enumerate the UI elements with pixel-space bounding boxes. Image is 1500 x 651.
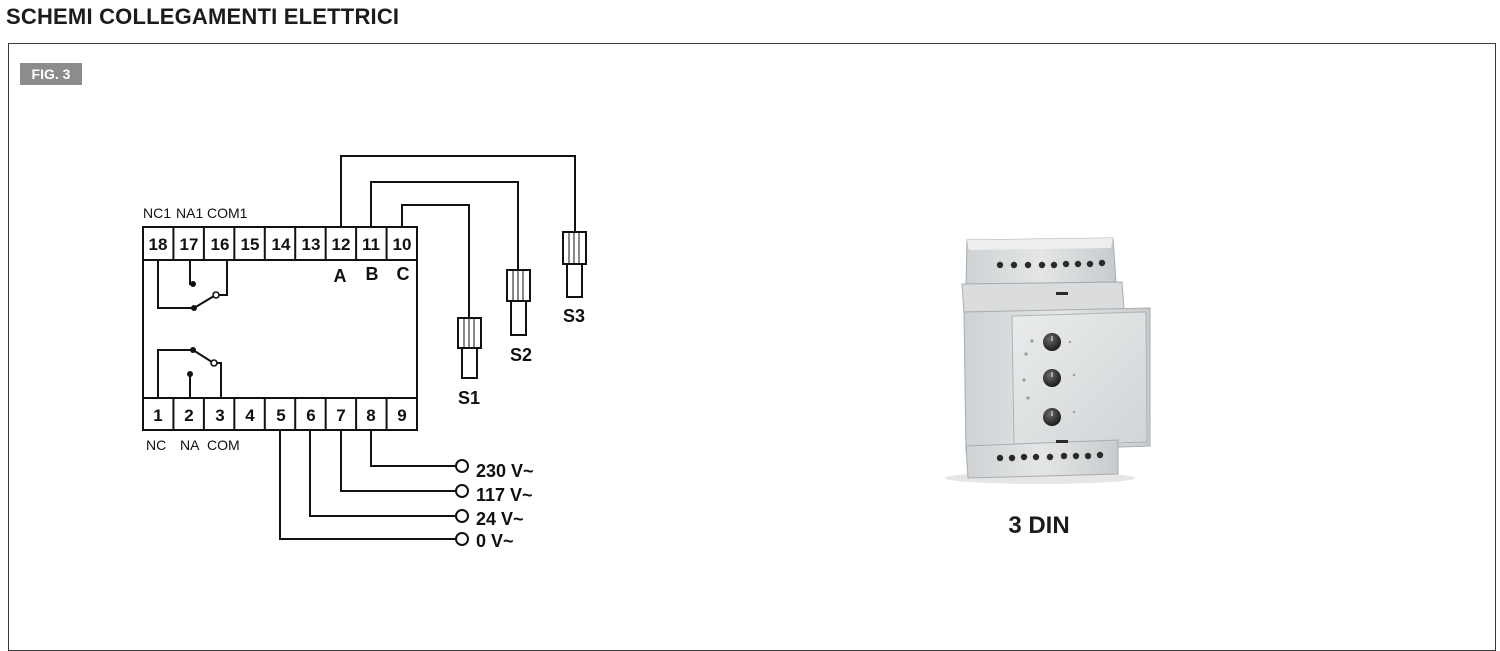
- terminal-12: 12: [332, 235, 351, 254]
- terminal-6: 6: [306, 406, 315, 425]
- wire-s3: [340, 155, 576, 232]
- terminal-15: 15: [241, 235, 260, 254]
- supply-terminal-230v: [455, 459, 469, 473]
- terminal-18: 18: [149, 235, 168, 254]
- wire-230v: [370, 430, 456, 467]
- din-device-image: [945, 237, 1151, 484]
- terminal-3: 3: [215, 406, 224, 425]
- probe-input-b: B: [366, 264, 379, 284]
- label-com1: COM1: [207, 205, 248, 221]
- supply-label-117v: 117 V~: [476, 485, 533, 505]
- supply-terminal-24v: [455, 509, 469, 523]
- supply-terminal-117v: [455, 484, 469, 498]
- wire-117v: [340, 430, 456, 492]
- sensor-s1-probe: [457, 317, 482, 379]
- terminal-1: 1: [153, 406, 162, 425]
- device-caption: 3 DIN: [1008, 512, 1070, 539]
- sensor-s2-label: S2: [510, 345, 532, 365]
- terminal-17: 17: [180, 235, 199, 254]
- terminal-4: 4: [245, 406, 255, 425]
- wire-0v: [279, 430, 456, 540]
- terminal-5: 5: [276, 406, 285, 425]
- relay-1-contact-symbol: [157, 259, 228, 311]
- terminal-10: 10: [393, 235, 412, 254]
- figure-label-badge: FIG. 3: [20, 63, 82, 85]
- terminal-11: 11: [362, 235, 380, 254]
- terminal-16: 16: [211, 235, 230, 254]
- probe-input-a: A: [334, 266, 347, 286]
- label-com: COM: [207, 437, 240, 453]
- sensor-s2-probe: [506, 269, 531, 336]
- label-nc: NC: [146, 437, 166, 453]
- supply-terminal-0v: [455, 532, 469, 546]
- top-terminal-dividers: [172, 227, 388, 260]
- supply-label-0v: 0 V~: [476, 531, 514, 551]
- relay-2-contact-symbol: [157, 347, 222, 398]
- label-nc1: NC1: [143, 205, 171, 221]
- terminal-2: 2: [184, 406, 193, 425]
- label-na1: NA1: [176, 205, 203, 221]
- wire-s2: [370, 181, 519, 270]
- terminal-9: 9: [397, 406, 406, 425]
- supply-label-230v: 230 V~: [476, 461, 534, 481]
- page-title: SCHEMI COLLEGAMENTI ELETTRICI: [6, 4, 400, 29]
- sensor-s1-label: S1: [458, 388, 480, 408]
- label-na: NA: [180, 437, 200, 453]
- relay-module-body: [142, 226, 418, 431]
- sensor-s3-label: S3: [563, 306, 585, 326]
- supply-label-24v: 24 V~: [476, 509, 524, 529]
- wire-24v: [309, 430, 456, 517]
- bottom-terminal-dividers: [172, 398, 388, 430]
- sensor-s3-probe: [562, 231, 587, 298]
- terminal-13: 13: [302, 235, 321, 254]
- wire-s1: [401, 204, 470, 318]
- terminal-14: 14: [272, 235, 291, 254]
- terminal-8: 8: [366, 406, 375, 425]
- probe-input-c: C: [397, 264, 410, 284]
- terminal-7: 7: [336, 406, 345, 425]
